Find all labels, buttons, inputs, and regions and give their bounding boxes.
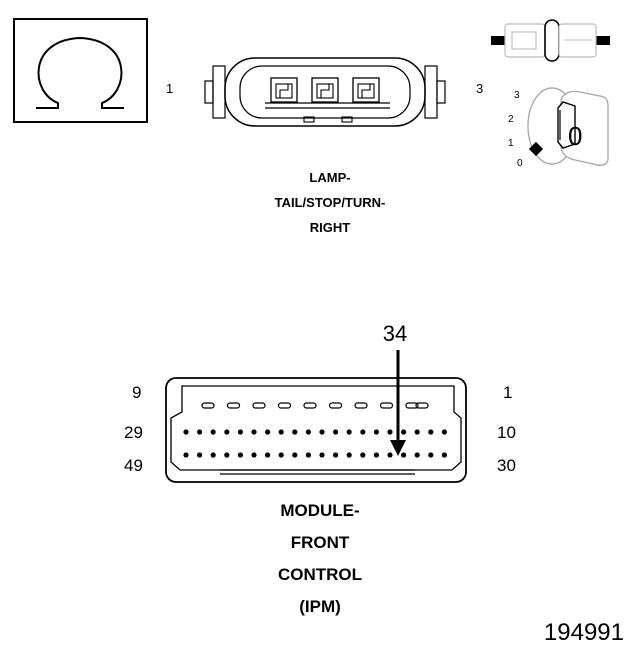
pin-dot: [292, 452, 298, 458]
switch-position-3: 3: [514, 90, 520, 101]
row3-left-pin: 49: [124, 456, 143, 475]
pin-dot: [346, 429, 352, 435]
pin-dot: [278, 452, 284, 458]
pin-dot: [224, 452, 230, 458]
switch-position-2: 2: [508, 114, 514, 125]
pin-dot: [305, 429, 311, 435]
pin-dot: [237, 452, 243, 458]
pin-dot: [428, 452, 434, 458]
pin-row-2: [183, 429, 447, 435]
pin-dot: [305, 452, 311, 458]
pin-dot: [251, 429, 257, 435]
pin-slot: [201, 402, 215, 409]
pin-dot: [387, 452, 393, 458]
pin-slot: [328, 402, 343, 409]
ohmmeter-icon: [13, 18, 148, 123]
pin-dot: [373, 429, 379, 435]
callout-pin-34: 34: [383, 321, 407, 346]
pin-dot: [319, 452, 325, 458]
module-connector: 34 9 1 29 10 49 30 MODULE- FRONT CONTROL…: [124, 321, 516, 616]
pin-dot: [183, 452, 189, 458]
pin-dot: [278, 429, 284, 435]
pin-slot: [354, 402, 368, 409]
pin-dot: [197, 452, 203, 458]
pin-row-3: [183, 452, 447, 458]
lamp-title-line-1: LAMP-: [309, 170, 350, 185]
module-title-line-4: (IPM): [299, 597, 341, 616]
pin-dot: [441, 452, 447, 458]
lamp-pin-1-label: 1: [166, 81, 173, 96]
pin-dot: [251, 452, 257, 458]
pin-dot: [333, 429, 339, 435]
module-title-line-1: MODULE-: [280, 501, 359, 520]
pin-dot: [360, 452, 366, 458]
pin-dot: [414, 429, 420, 435]
pin-dot: [292, 429, 298, 435]
pin-dot: [265, 452, 271, 458]
pin-dot: [210, 452, 216, 458]
lamp-terminal-3: [352, 77, 380, 103]
pin-dot: [197, 429, 203, 435]
switch-position-0: 0: [517, 158, 523, 169]
row2-right-pin: 10: [497, 423, 516, 442]
pin-slot: [405, 402, 419, 409]
fuse-icon: [491, 19, 610, 62]
pin-dot: [401, 429, 407, 435]
pin-slot: [379, 402, 394, 409]
row1-left-pin: 9: [132, 383, 141, 402]
pin-slot: [277, 402, 292, 409]
pin-dot: [333, 452, 339, 458]
pin-slot: [226, 402, 241, 409]
pin-slot: [252, 402, 266, 409]
ignition-switch-icon: 3 2 1 0 0: [508, 87, 609, 169]
pin-dot: [414, 452, 420, 458]
switch-position-1: 1: [508, 138, 514, 149]
pin-row-1: [201, 402, 429, 409]
pin-dot: [401, 452, 407, 458]
module-title-line-3: CONTROL: [278, 565, 362, 584]
callout-arrowhead: [390, 440, 406, 456]
pin-dot: [265, 429, 271, 435]
pin-dot: [237, 429, 243, 435]
pin-dot: [224, 429, 230, 435]
lamp-pin-3-label: 3: [476, 81, 483, 96]
lamp-title-line-3: RIGHT: [310, 220, 351, 235]
pin-dot: [346, 452, 352, 458]
lamp-terminal-1: [270, 77, 298, 103]
pin-dot: [210, 429, 216, 435]
lamp-title-line-2: TAIL/STOP/TURN-: [275, 195, 386, 210]
pin-dot: [183, 429, 189, 435]
pin-dot: [319, 429, 325, 435]
lamp-terminal-2: [311, 77, 339, 103]
row1-right-pin: 1: [503, 383, 512, 402]
pin-slot: [303, 402, 317, 409]
pin-dot: [441, 429, 447, 435]
figure-number: 194991: [544, 619, 624, 646]
row2-left-pin: 29: [124, 423, 143, 442]
pin-dot: [387, 429, 393, 435]
pin-slot: [415, 402, 429, 409]
lamp-connector: 1 3 LAMP- TAIL/STOP/: [166, 57, 483, 235]
pin-dot: [428, 429, 434, 435]
row3-right-pin: 30: [497, 456, 516, 475]
key-label: 0: [568, 121, 582, 151]
pin-dot: [360, 429, 366, 435]
module-title-line-2: FRONT: [291, 533, 350, 552]
pin-dot: [373, 452, 379, 458]
